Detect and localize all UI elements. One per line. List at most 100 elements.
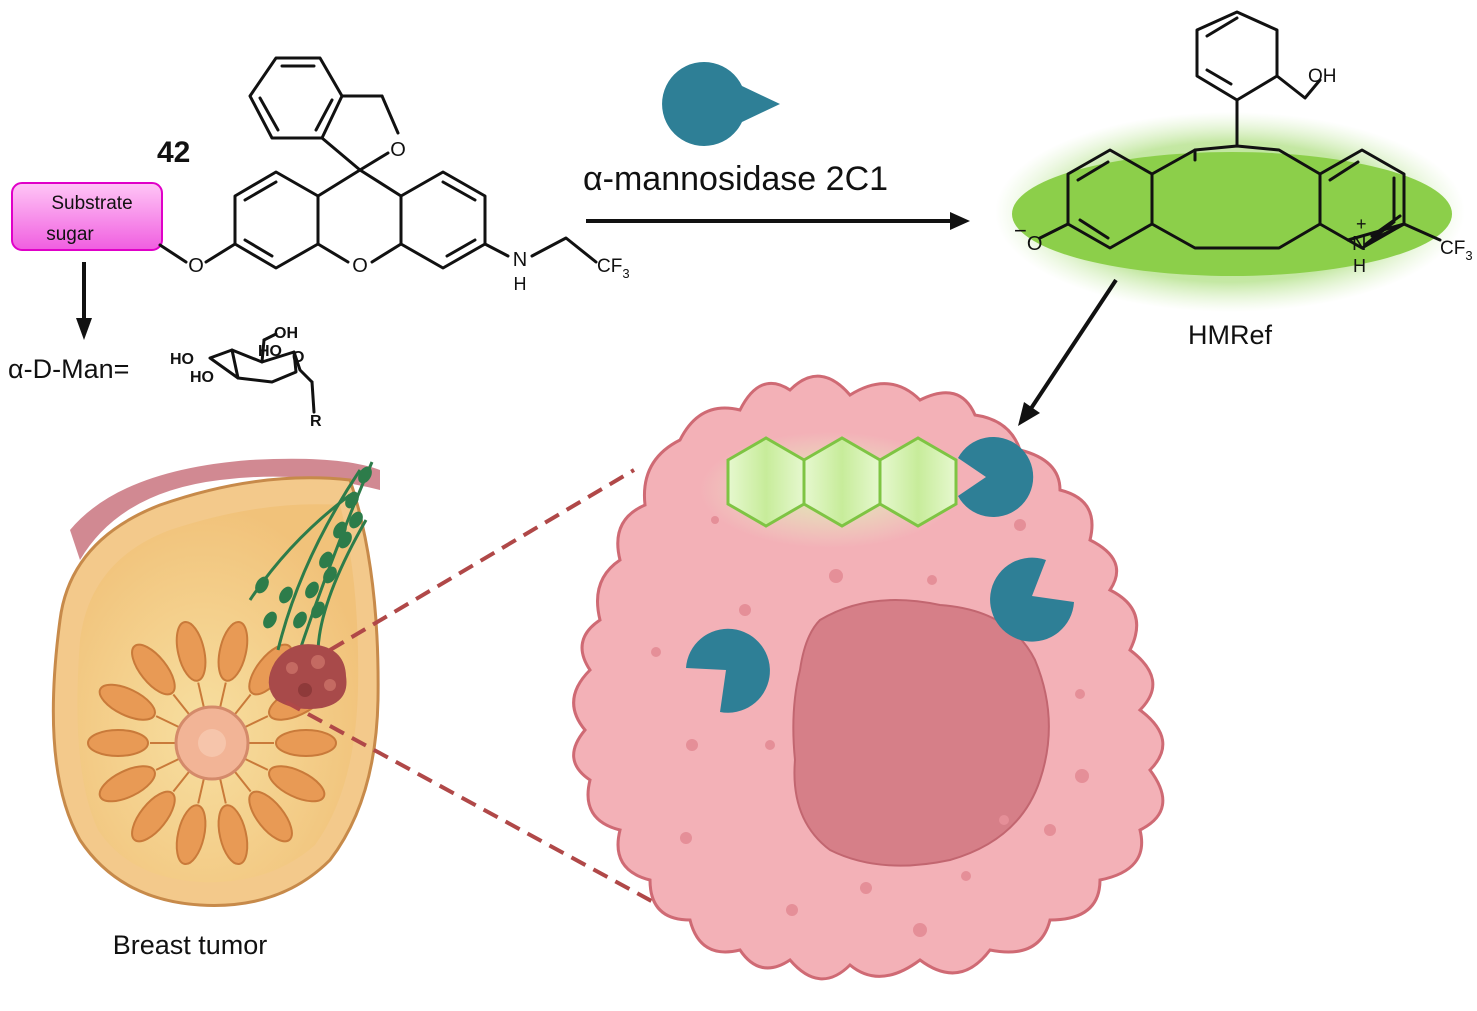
enzyme-icon-top [662, 62, 780, 146]
lymph-node [279, 586, 293, 604]
milk-duct [233, 770, 252, 793]
vesicle [686, 739, 698, 751]
sugar-ho-mid: HO [258, 343, 282, 360]
vesicle [913, 923, 927, 937]
sugar-label: α-D-Man= [8, 354, 129, 384]
atom-n: N [513, 249, 527, 271]
enzyme-label: α-mannosidase 2C1 [583, 160, 888, 198]
tumor-mass [268, 644, 347, 709]
sugar-ring-o: O [292, 349, 304, 366]
product-oh: OH [1308, 66, 1337, 87]
atom-o-ether: O [188, 255, 204, 277]
enzyme-icon-right [990, 557, 1074, 642]
breast-tumor-illustration: Breast tumor [51, 458, 380, 960]
sugar-ho-left: HO [170, 351, 194, 368]
milk-lobule [98, 683, 156, 721]
substrate-label-line2: sugar [46, 224, 94, 245]
milk-duct [244, 715, 269, 729]
product-to-cell-arrowhead [1018, 402, 1040, 426]
product-cf3: CF3 [1440, 238, 1473, 263]
vesicle [1014, 519, 1026, 531]
enzyme-icon-bound [958, 437, 1034, 517]
vesicle [829, 569, 843, 583]
nipple [198, 729, 226, 757]
product-o-minus: −O [1014, 218, 1042, 255]
milk-lobule [268, 765, 326, 803]
skin-fold [70, 458, 380, 560]
milk-lobule [217, 620, 249, 682]
milk-duct [172, 770, 191, 793]
product-n-plus: N [1352, 233, 1366, 255]
atom-h: H [514, 274, 527, 294]
milk-lobule [248, 790, 293, 843]
vesicle [786, 904, 798, 916]
lymph-node [305, 581, 319, 599]
product-name: HMRef [1188, 320, 1273, 350]
milk-lobule [275, 729, 337, 757]
compound-42: 42 Substrate sugar [11, 56, 630, 340]
cf3-label: CF3 [597, 256, 630, 281]
fluorescence-ellipse [1012, 152, 1452, 276]
mannose-structure: α-D-Man= OH HO HO HO O R [8, 325, 322, 430]
lymph-nodes [255, 466, 372, 629]
compound-number: 42 [157, 136, 190, 169]
vesicle [999, 815, 1009, 825]
lymph-node [358, 466, 372, 484]
milk-duct [233, 693, 252, 716]
sugar-r-group: R [310, 413, 322, 430]
milk-lobules [87, 620, 337, 866]
hmref-product: OH −O N + H CF3 HMRef [995, 10, 1473, 426]
milk-duct [244, 757, 269, 771]
product-h: H [1353, 256, 1366, 276]
cancer-cell [572, 374, 1165, 981]
enzyme-icon-left [686, 628, 770, 713]
milk-duct [155, 757, 180, 771]
nucleus [792, 599, 1050, 867]
milk-duct [172, 693, 191, 716]
milk-duct [219, 682, 227, 709]
milk-duct [155, 715, 180, 729]
vesicle [1044, 824, 1056, 836]
atom-o-xanthene: O [352, 255, 368, 277]
hmref-structure: OH −O N + H CF3 [1014, 10, 1473, 276]
product-to-cell-arrow [1028, 278, 1118, 412]
sugar-ho-bottom: HO [190, 369, 214, 386]
lymph-node [349, 511, 363, 529]
lymph-node [255, 576, 269, 594]
lymph-node [323, 566, 337, 584]
cell-vesicles [651, 516, 1089, 937]
lymph-node [338, 531, 352, 549]
vesicle [739, 604, 751, 616]
sugar-oh-top: OH [274, 325, 298, 342]
vesicle [711, 516, 719, 524]
milk-lobule [175, 620, 207, 682]
lymph-node [345, 491, 359, 509]
lymph-node [319, 551, 333, 569]
substrate-label-line1: Substrate [51, 193, 132, 214]
reaction-step: α-mannosidase 2C1 [583, 62, 970, 230]
milk-duct [219, 777, 227, 804]
milk-lobule [87, 729, 149, 757]
vesicle [765, 740, 775, 750]
milk-lobule [131, 643, 176, 696]
milk-duct [197, 777, 205, 804]
vesicle [927, 575, 937, 585]
vesicle [651, 647, 661, 657]
vesicle [1075, 689, 1085, 699]
lymph-node [311, 601, 325, 619]
tissue-caption: Breast tumor [113, 930, 268, 960]
vesicle [860, 882, 872, 894]
vesicle [680, 832, 692, 844]
compound-42-structure: O O O N H CF3 [158, 56, 630, 294]
milk-lobule [98, 765, 156, 803]
milk-duct [197, 682, 205, 709]
product-plus: + [1356, 214, 1367, 234]
zoom-lines [285, 468, 669, 912]
substrate-sugar-box: Substrate sugar [11, 182, 163, 251]
down-arrow [76, 262, 92, 340]
milk-lobule [217, 804, 249, 866]
atom-o-lactone: O [390, 139, 406, 161]
reaction-arrow-head [950, 212, 970, 230]
hmref-fluorophore-in-cell [726, 436, 958, 528]
lymph-node [293, 611, 307, 629]
